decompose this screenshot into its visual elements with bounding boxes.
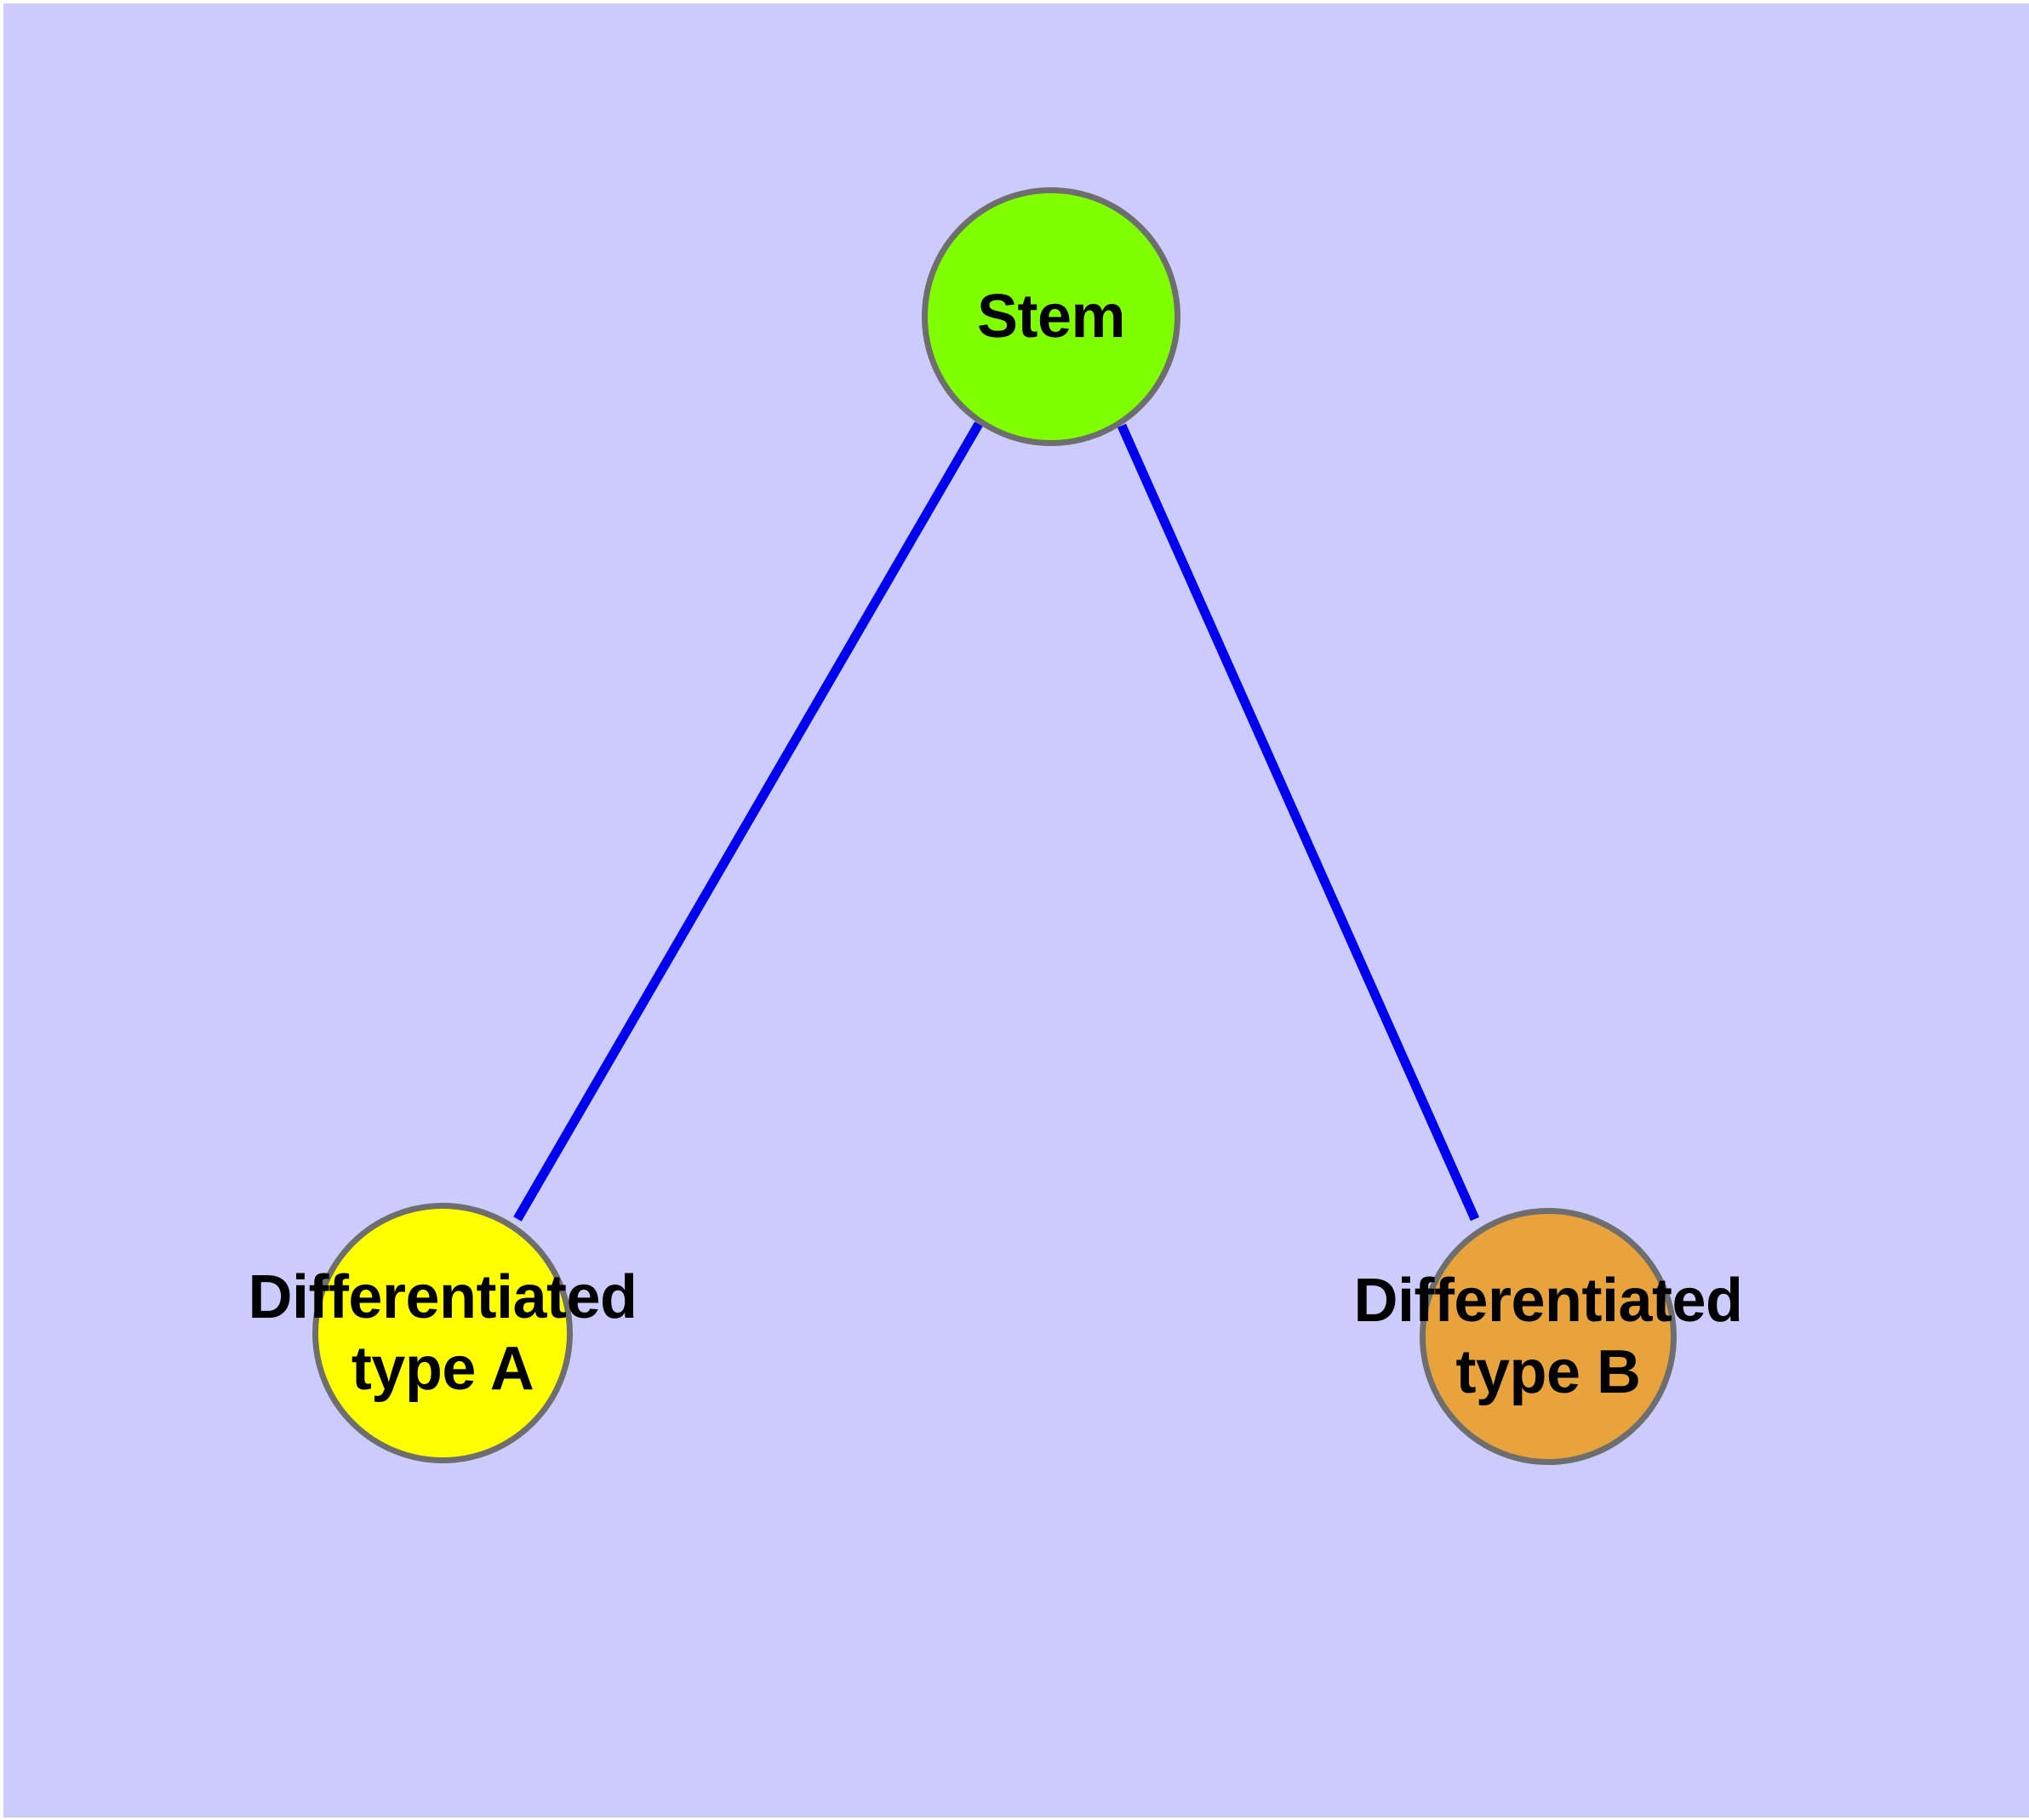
node-diff-a-label-line-1: Differentiated	[248, 1262, 637, 1331]
node-diff-b-label: Differentiated type B	[1123, 1265, 1974, 1408]
node-stem-circle[interactable]	[922, 187, 1180, 446]
edge-stem-to-diff-b	[1117, 423, 1480, 1222]
node-diff-a-label-line-2: type A	[351, 1334, 534, 1403]
node-stem-label-line-1: Stem	[976, 282, 1126, 351]
node-stem-label: Stem	[626, 281, 1477, 352]
node-diff-a-circle[interactable]	[312, 1203, 573, 1463]
node-diff-b-circle[interactable]	[1420, 1208, 1677, 1465]
node-diff-b-label-line-1: Differentiated	[1353, 1266, 1743, 1335]
edge-stem-to-diff-a	[513, 421, 983, 1222]
node-diff-b-label-line-2: type B	[1455, 1337, 1641, 1406]
node-diff-a-label: Differentiated type A	[17, 1262, 868, 1405]
